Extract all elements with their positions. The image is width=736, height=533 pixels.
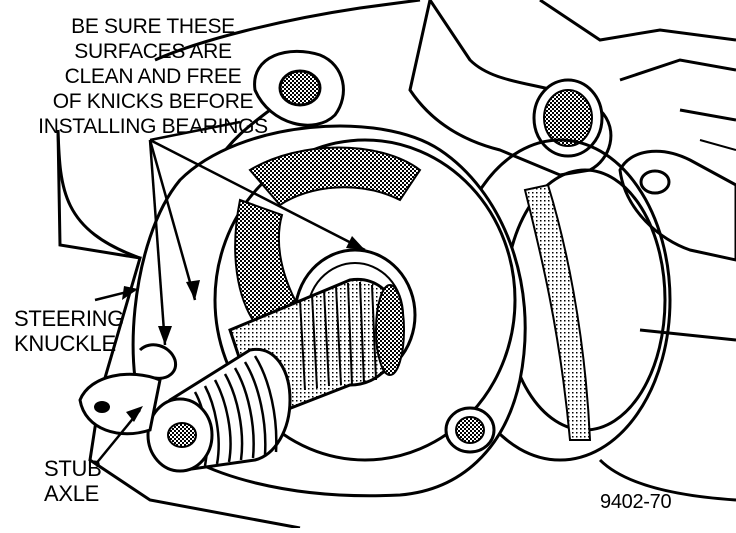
caution-note-line: SURFACES ARE — [74, 40, 232, 63]
figure-number: 9402-70 — [600, 491, 672, 513]
lower-left-ear — [78, 343, 178, 436]
stub-axle-line: STUB — [44, 456, 102, 481]
stub-axle-label: STUB AXLE — [44, 456, 114, 506]
right-bracket — [618, 108, 736, 262]
caution-note-line: OF KNICKS BEFORE — [52, 90, 254, 113]
steering-knuckle-label: STEERING KNUCKLE — [14, 306, 134, 356]
stub-axle-line: AXLE — [44, 481, 100, 506]
caution-note-line: BE SURE THESE — [71, 15, 235, 38]
caution-note-label: BE SURE THESE SURFACES ARE CLEAN AND FRE… — [28, 14, 278, 139]
caution-note-line: CLEAN AND FREE — [64, 65, 242, 88]
upper-flange-ear — [253, 49, 345, 127]
upper-right-boss — [408, 0, 736, 177]
steering-knuckle-line: KNUCKLE — [14, 331, 116, 356]
steering-knuckle-line: STEERING — [14, 306, 125, 331]
caution-note-line: INSTALLING BEARINGS — [38, 115, 268, 138]
threaded-end — [146, 347, 292, 473]
leader-lines — [94, 120, 366, 466]
arrowheads — [122, 236, 365, 422]
